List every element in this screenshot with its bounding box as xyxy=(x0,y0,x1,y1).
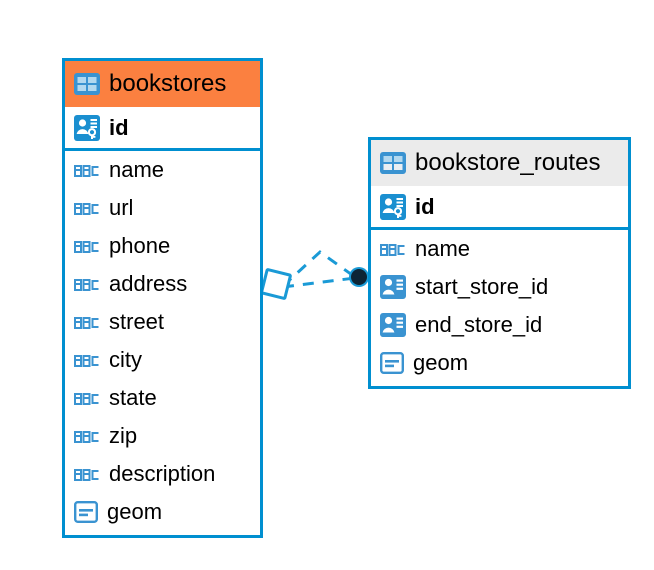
field-row-city[interactable]: city xyxy=(65,341,260,379)
field-list-bookstores: name url phone xyxy=(65,151,260,535)
foreign-key-icon xyxy=(380,313,406,337)
primary-key-icon xyxy=(74,114,100,141)
field-label: state xyxy=(109,385,157,410)
abc-text-icon xyxy=(74,317,99,329)
abc-text-icon xyxy=(74,165,99,177)
field-label: name xyxy=(109,157,165,182)
field-label: end_store_id xyxy=(415,312,543,337)
field-label: name xyxy=(415,236,471,261)
abc-text-icon xyxy=(74,203,99,215)
entity-header-bookstore-routes[interactable]: bookstore_routes xyxy=(371,140,628,186)
relationship-diamond-marker xyxy=(260,268,292,300)
field-name-id: id xyxy=(109,114,129,140)
field-row-state[interactable]: state xyxy=(65,379,260,417)
field-label: street xyxy=(109,309,165,334)
abc-text-icon xyxy=(74,241,99,253)
entity-title-bookstore-routes: bookstore_routes xyxy=(415,149,601,176)
field-row-description[interactable]: description xyxy=(65,455,260,493)
foreign-key-icon xyxy=(380,275,406,299)
field-row-id[interactable]: id xyxy=(371,186,628,230)
field-name-id: id xyxy=(415,193,435,219)
field-row-name[interactable]: name xyxy=(65,151,260,189)
relationship-line-upper xyxy=(281,250,356,288)
table-icon xyxy=(74,73,100,95)
abc-text-icon xyxy=(74,431,99,443)
abc-text-icon xyxy=(74,469,99,481)
field-label: geom xyxy=(107,499,163,524)
field-row-street[interactable]: street xyxy=(65,303,260,341)
field-list-bookstore-routes: name start_store_id xyxy=(371,230,628,386)
field-label: phone xyxy=(109,233,171,258)
abc-text-icon xyxy=(74,279,99,291)
field-row-geom[interactable]: geom xyxy=(371,344,628,382)
field-row-start-store-id[interactable]: start_store_id xyxy=(371,268,628,306)
geometry-icon xyxy=(380,352,404,374)
field-row-zip[interactable]: zip xyxy=(65,417,260,455)
entity-header-bookstores[interactable]: bookstores xyxy=(65,61,260,107)
field-label: start_store_id xyxy=(415,274,549,299)
relationship-line-lower xyxy=(282,276,356,289)
geometry-icon xyxy=(74,501,98,523)
entity-title-bookstores: bookstores xyxy=(109,70,227,97)
abc-text-icon xyxy=(74,355,99,367)
field-label: address xyxy=(109,271,188,296)
table-icon xyxy=(380,152,406,174)
entity-table-bookstores[interactable]: bookstores id xyxy=(62,58,263,538)
field-label: zip xyxy=(109,423,138,448)
field-row-phone[interactable]: phone xyxy=(65,227,260,265)
field-row-end-store-id[interactable]: end_store_id xyxy=(371,306,628,344)
abc-text-icon xyxy=(380,244,405,256)
field-row-geom[interactable]: geom xyxy=(65,493,260,531)
field-row-id[interactable]: id xyxy=(65,107,260,151)
field-label: city xyxy=(109,347,142,372)
relationship-circle-marker xyxy=(349,267,369,287)
abc-text-icon xyxy=(74,393,99,405)
field-row-name[interactable]: name xyxy=(371,230,628,268)
field-row-address[interactable]: address xyxy=(65,265,260,303)
entity-table-bookstore-routes[interactable]: bookstore_routes id xyxy=(368,137,631,389)
primary-key-icon xyxy=(380,193,406,220)
field-label: description xyxy=(109,461,216,486)
field-label: url xyxy=(109,195,134,220)
field-row-url[interactable]: url xyxy=(65,189,260,227)
field-label: geom xyxy=(413,350,469,375)
